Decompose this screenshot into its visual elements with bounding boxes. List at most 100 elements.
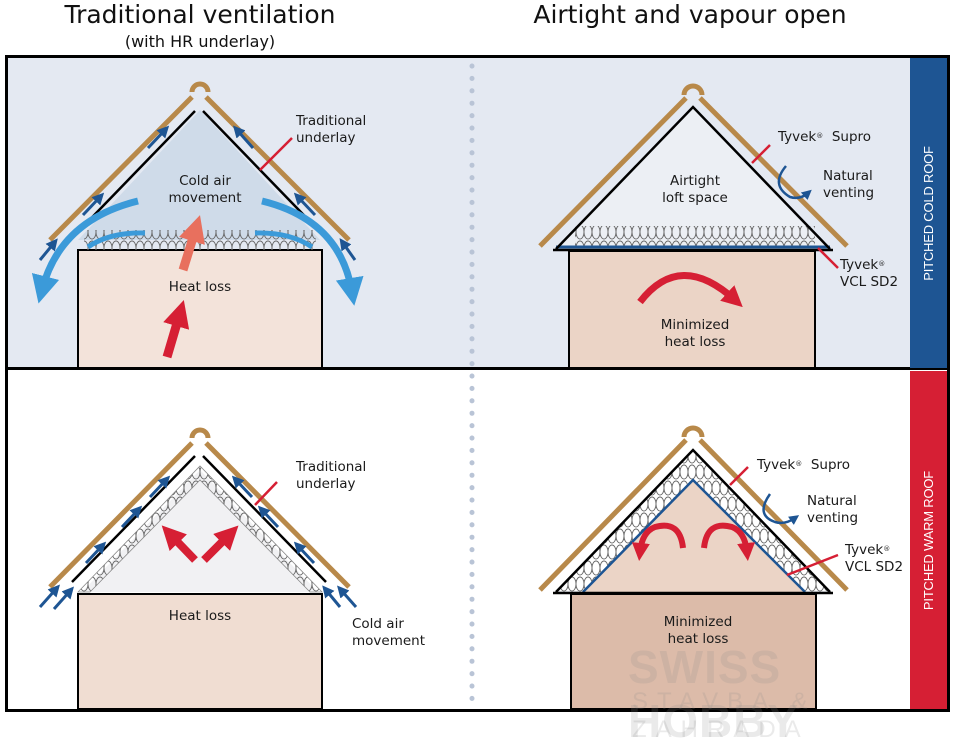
tyvek-vcl-label: Tyvek® VCL SD2 bbox=[840, 257, 898, 291]
roof-tile-right bbox=[204, 95, 351, 242]
vent-arrow bbox=[81, 192, 105, 217]
vcl-pointer bbox=[786, 553, 839, 577]
roof-tile-right bbox=[698, 96, 849, 248]
supro-pointer bbox=[729, 466, 749, 486]
vent-arrow bbox=[146, 125, 170, 150]
rafter-left bbox=[71, 455, 196, 583]
roof-diagrams bbox=[31, 63, 849, 711]
vent-arrow bbox=[38, 584, 60, 608]
label-line: Natural bbox=[823, 168, 873, 184]
vent-arrow bbox=[293, 192, 317, 217]
house-body bbox=[77, 249, 323, 369]
airflow-arrow-right bbox=[261, 197, 364, 306]
traditional-underlay-label: Traditional underlay bbox=[296, 113, 366, 147]
roof-tile-left bbox=[538, 96, 688, 248]
ridge-cap bbox=[189, 81, 211, 93]
airflow-arrow-left bbox=[31, 197, 139, 304]
pitched-cold-roof-band: PITCHED COLD ROOF bbox=[910, 58, 947, 368]
label-line: Minimized bbox=[663, 614, 733, 630]
pitched-warm-roof-band: PITCHED WARM ROOF bbox=[910, 371, 947, 709]
vent-arrow bbox=[148, 475, 171, 499]
label-line: Natural bbox=[807, 493, 857, 509]
tyvek-supro-label: Tyvek® Supro bbox=[757, 457, 850, 474]
label-line: heat loss bbox=[664, 334, 726, 350]
label-text: Supro bbox=[831, 129, 872, 145]
bottom-right-diagram bbox=[538, 425, 849, 710]
label-line: VCL SD2 bbox=[845, 559, 904, 575]
label-line: Airtight bbox=[670, 173, 720, 189]
heat-loss-label: Heat loss bbox=[168, 608, 232, 624]
tyvek-vcl-label: Tyvek® VCL SD2 bbox=[845, 542, 903, 576]
airflow-inner-right bbox=[254, 230, 314, 250]
warm-loft-space bbox=[583, 480, 805, 592]
natural-venting-label: Natural venting bbox=[807, 493, 858, 527]
natural-venting-label: Natural venting bbox=[823, 168, 874, 202]
pitched-cold-roof-label: PITCHED COLD ROOF bbox=[921, 145, 936, 281]
loft-space bbox=[82, 470, 318, 592]
house-body bbox=[77, 593, 323, 710]
label-text: Tyvek bbox=[778, 129, 817, 145]
insulation bbox=[575, 226, 815, 246]
label-line: venting bbox=[823, 185, 875, 201]
underlay-pointer bbox=[254, 481, 278, 506]
traditional-underlay-label: Traditional underlay bbox=[296, 459, 366, 493]
ridge-cap bbox=[681, 425, 705, 438]
vent-arrow bbox=[293, 541, 316, 565]
label-text: Tyvek bbox=[845, 542, 884, 558]
vent-arrow bbox=[84, 541, 107, 565]
top-left-diagram bbox=[31, 81, 364, 369]
top-right-diagram bbox=[538, 83, 849, 369]
insulation bbox=[77, 465, 323, 593]
underlay-pointer bbox=[259, 137, 293, 171]
natural-venting-arrow bbox=[762, 493, 800, 525]
vent-arrow bbox=[231, 475, 254, 499]
cold-air-movement-label: Cold air movement bbox=[352, 616, 425, 650]
label-line: Minimized bbox=[660, 317, 730, 333]
vent-arrow bbox=[337, 585, 358, 608]
heat-arrow-upper bbox=[178, 215, 205, 272]
heat-loss-label: Heat loss bbox=[168, 279, 232, 295]
vent-arrow bbox=[257, 505, 280, 529]
rafters bbox=[555, 448, 831, 593]
registered-mark: ® bbox=[883, 545, 891, 553]
vcl-membrane bbox=[582, 478, 806, 593]
watermark-tagline: STAVBA & ZAHRADA bbox=[632, 688, 817, 743]
heat-recirculation-arrow-left bbox=[631, 522, 686, 561]
roof-tile-left bbox=[48, 95, 194, 242]
label-line: underlay bbox=[296, 476, 356, 492]
rafters bbox=[555, 105, 831, 250]
airtight-loft-label: Airtight loft space bbox=[640, 173, 750, 207]
label-line: Cold air bbox=[179, 173, 231, 189]
supro-pointer bbox=[751, 144, 771, 164]
heat-arrow-right bbox=[201, 525, 239, 563]
minimized-heat-loss-label: Minimized heat loss bbox=[640, 317, 750, 351]
label-line: heat loss bbox=[667, 631, 729, 647]
ridge-cap bbox=[189, 427, 211, 439]
roof-tile-right bbox=[698, 438, 849, 592]
label-line: movement bbox=[352, 633, 426, 649]
right-column-title: Airtight and vapour open bbox=[533, 0, 847, 29]
ridge-cap bbox=[681, 83, 705, 96]
heat-recirculation-arrow bbox=[637, 272, 743, 308]
vent-arrow bbox=[233, 125, 255, 149]
label-line: movement bbox=[168, 190, 242, 206]
label-line: venting bbox=[807, 510, 859, 526]
loft-space bbox=[556, 107, 830, 249]
vent-arrow bbox=[339, 238, 357, 261]
label-text: Tyvek bbox=[757, 457, 796, 473]
roof-tile-left bbox=[48, 441, 194, 589]
label-line: Traditional bbox=[296, 113, 367, 129]
diagram-frame bbox=[5, 55, 950, 712]
label-line: VCL SD2 bbox=[840, 274, 899, 290]
heat-arrow-left bbox=[161, 525, 198, 563]
loft-space bbox=[78, 110, 320, 240]
natural-venting-arrow bbox=[777, 165, 812, 201]
heat-arrow-lower bbox=[162, 300, 190, 359]
label-line: underlay bbox=[296, 130, 356, 146]
row-divider bbox=[5, 367, 950, 370]
vcl-pointer bbox=[817, 247, 839, 269]
registered-mark: ® bbox=[878, 260, 886, 268]
label-text: Tyvek bbox=[840, 257, 879, 273]
airflow-inner-left bbox=[86, 230, 146, 250]
label-line: Traditional bbox=[296, 459, 367, 475]
